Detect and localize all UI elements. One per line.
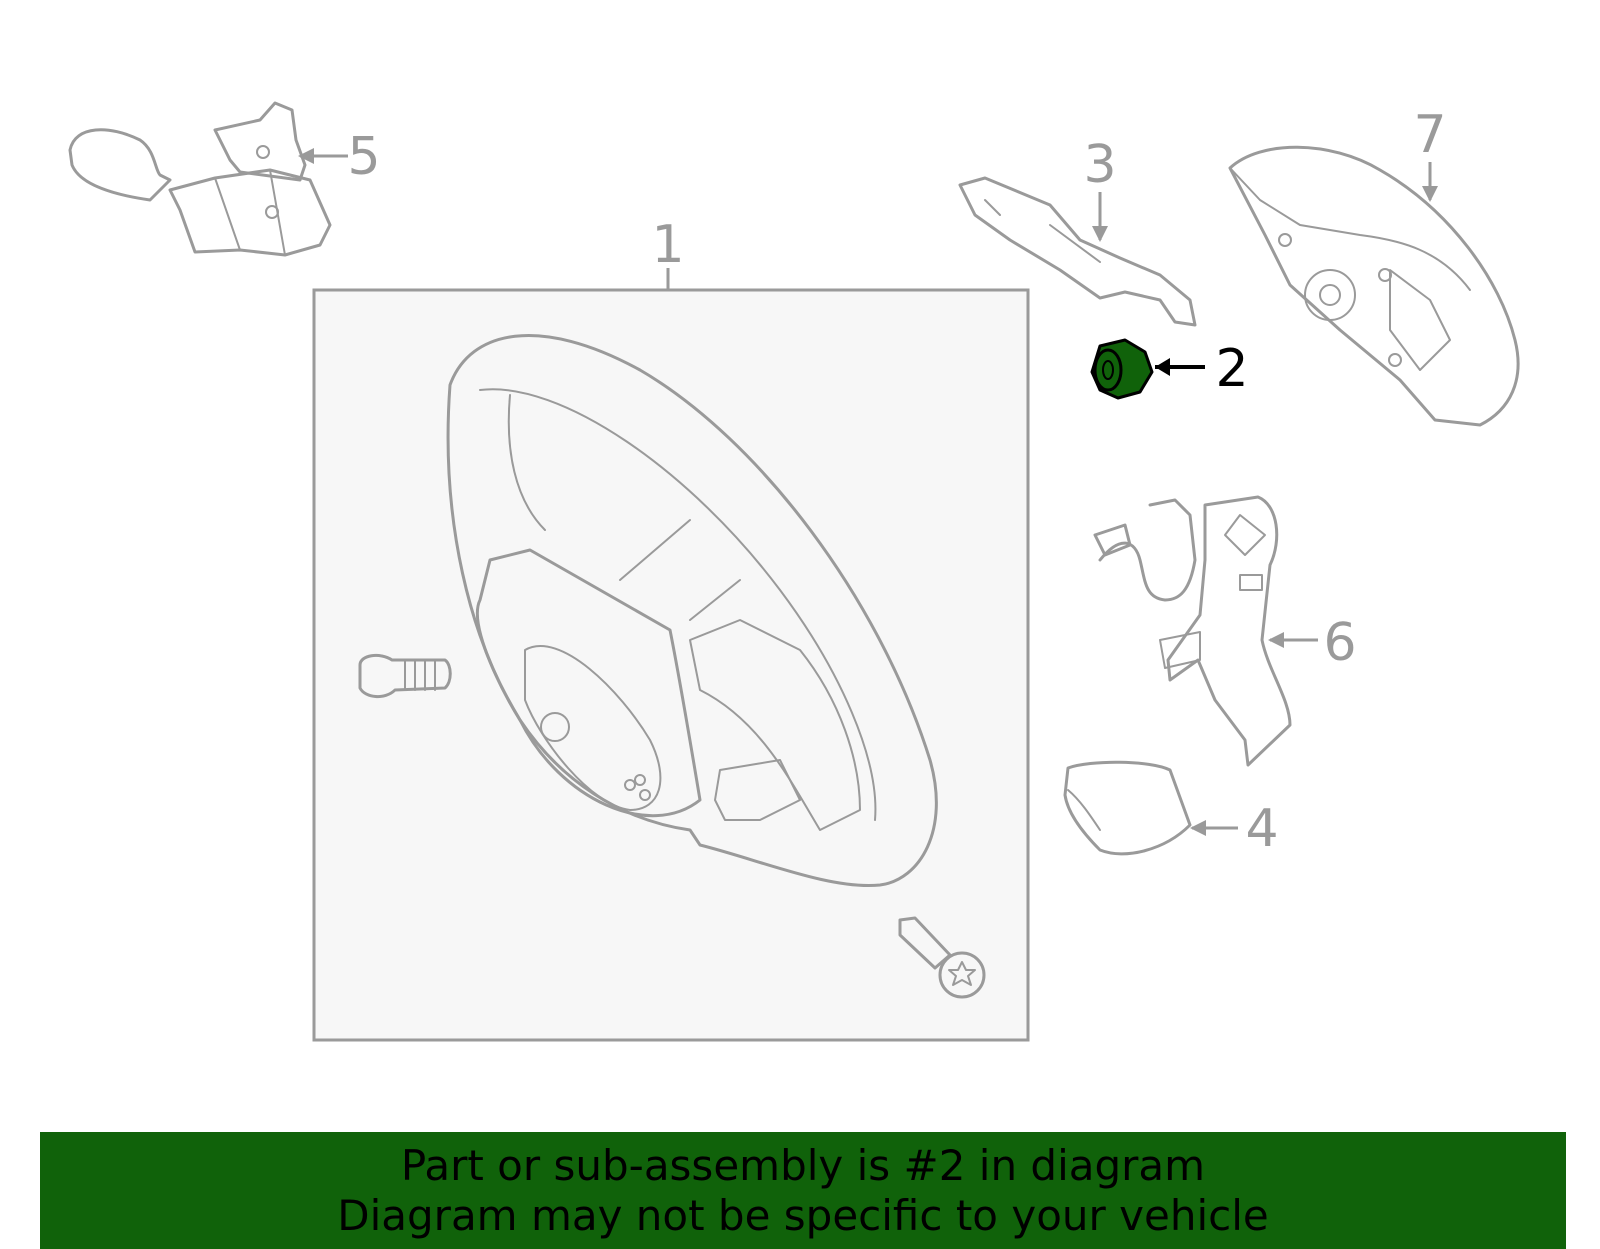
hub-center-bore: [540, 712, 570, 742]
part-3-bracket[interactable]: [958, 176, 1197, 327]
steering-wheel-hub-inner: [524, 645, 662, 811]
part-6-arrowhead: [1268, 632, 1284, 648]
steering-wheel-spoke-left: [507, 394, 546, 531]
part-1-box: [312, 288, 1030, 1042]
callout-4: 4: [1245, 799, 1278, 859]
steering-wheel-lower-pad: [714, 759, 801, 821]
part-1-steering-wheel-assembly[interactable]: [312, 268, 1030, 1042]
nut-face: [1093, 348, 1123, 392]
callout-5: 5: [347, 127, 380, 187]
info-banner: Part or sub-assembly is #2 in diagram Di…: [40, 1132, 1566, 1249]
callout-7: 7: [1413, 105, 1446, 165]
steering-wheel-spoke-upper: [619, 519, 741, 621]
steering-wheel-rim-inner: [479, 388, 877, 821]
part-3-arrowhead: [1092, 226, 1108, 242]
part-7-airbag-pad[interactable]: [1228, 145, 1520, 427]
part-2-nut[interactable]: [1090, 338, 1205, 400]
banner-line-1: Part or sub-assembly is #2 in diagram: [400, 1140, 1206, 1190]
hub-bolt-hole-1: [624, 779, 636, 791]
part-4-cap[interactable]: [1063, 760, 1238, 856]
callout-2: 2: [1215, 339, 1248, 399]
callout-1: 1: [651, 215, 684, 275]
nut-bore: [1102, 360, 1114, 380]
part-4-arrowhead: [1190, 820, 1206, 836]
part-5-arrowhead: [298, 148, 314, 164]
callout-6: 6: [1323, 613, 1356, 673]
hub-bolt-hole-2: [639, 789, 651, 801]
bolt-bottom-right: [898, 916, 986, 999]
hub-bolt-hole-3: [634, 774, 646, 786]
steering-wheel-right-cover: [689, 619, 861, 831]
callout-3: 3: [1083, 135, 1116, 195]
part-7-arrowhead: [1422, 186, 1438, 202]
part-6-switch-assembly[interactable]: [1093, 495, 1318, 767]
part-5-switch[interactable]: [68, 101, 348, 257]
banner-line-2: Diagram may not be specific to your vehi…: [337, 1190, 1269, 1240]
part-2-arrowhead: [1155, 358, 1170, 376]
steering-wheel-hub: [475, 548, 702, 818]
bolt-left: [358, 653, 452, 698]
